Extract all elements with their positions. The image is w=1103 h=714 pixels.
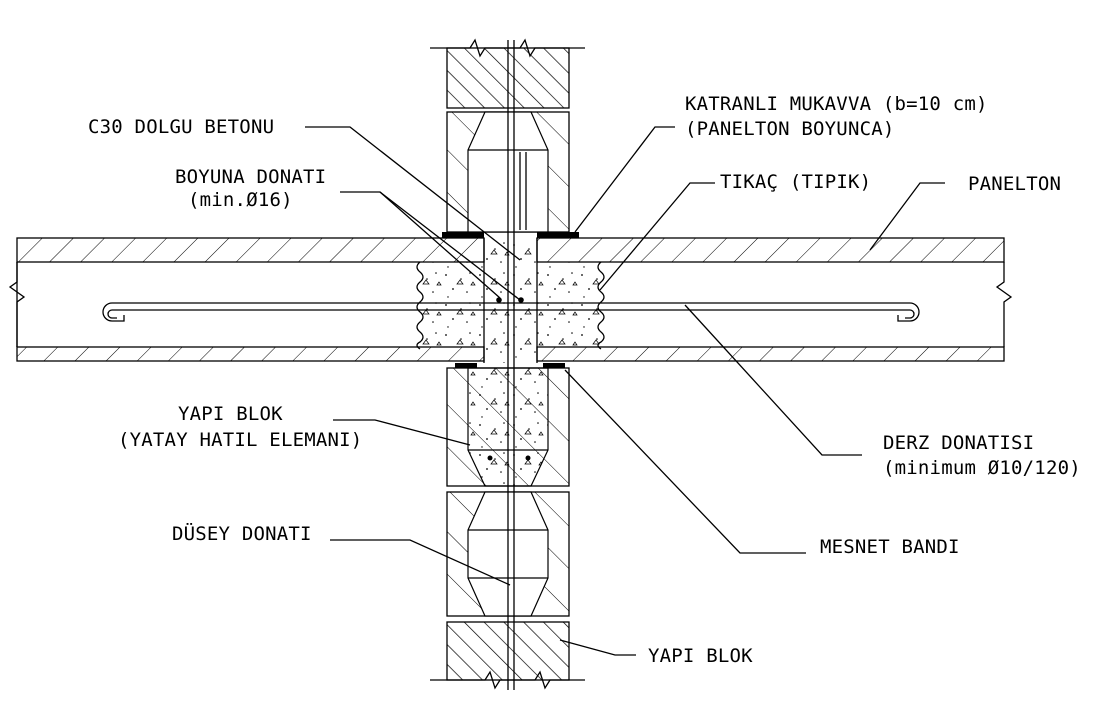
label-panelton: PANELTON	[968, 173, 1061, 195]
bearing-strip-left	[455, 363, 477, 368]
label-boyuna-1: BOYUNA DONATI	[175, 166, 326, 188]
upper-wall	[430, 38, 585, 300]
slab-right	[536, 237, 1013, 362]
label-c30: C30 DOLGU BETONU	[88, 116, 274, 138]
label-boyuna-2: (min.Ø16)	[188, 189, 293, 211]
label-derz-2: (minimum Ø10/120)	[883, 457, 1081, 479]
label-katran-2: (PANELTON BOYUNCA)	[685, 118, 895, 140]
leader-lines	[305, 126, 945, 656]
lower-wall	[430, 300, 585, 690]
bearing-strip-right	[543, 363, 565, 368]
annotations: C30 DOLGU BETONU BOYUNA DONATI (min.Ø16)…	[88, 93, 1081, 667]
label-dusey: DÜSEY DONATI	[172, 522, 312, 545]
label-katran-1: KATRANLI MUKAVVA (b=10 cm)	[685, 93, 988, 115]
label-mesnet: MESNET BANDI	[820, 536, 960, 558]
joint-fill	[416, 238, 605, 363]
bitumen-strip-left	[442, 232, 484, 238]
label-tikac: TIKAÇ (TIPIK)	[720, 171, 871, 193]
label-yapiblok-hatil-1: YAPI BLOK	[178, 403, 283, 425]
joint-rebar	[102, 297, 920, 322]
label-yapiblok: YAPI BLOK	[648, 645, 753, 667]
bitumen-strip-right	[537, 232, 579, 238]
slab-left	[8, 237, 485, 362]
label-derz-1: DERZ DONATISI	[883, 432, 1034, 454]
label-yapiblok-hatil-2: (YATAY HATIL ELEMANI)	[118, 429, 362, 451]
